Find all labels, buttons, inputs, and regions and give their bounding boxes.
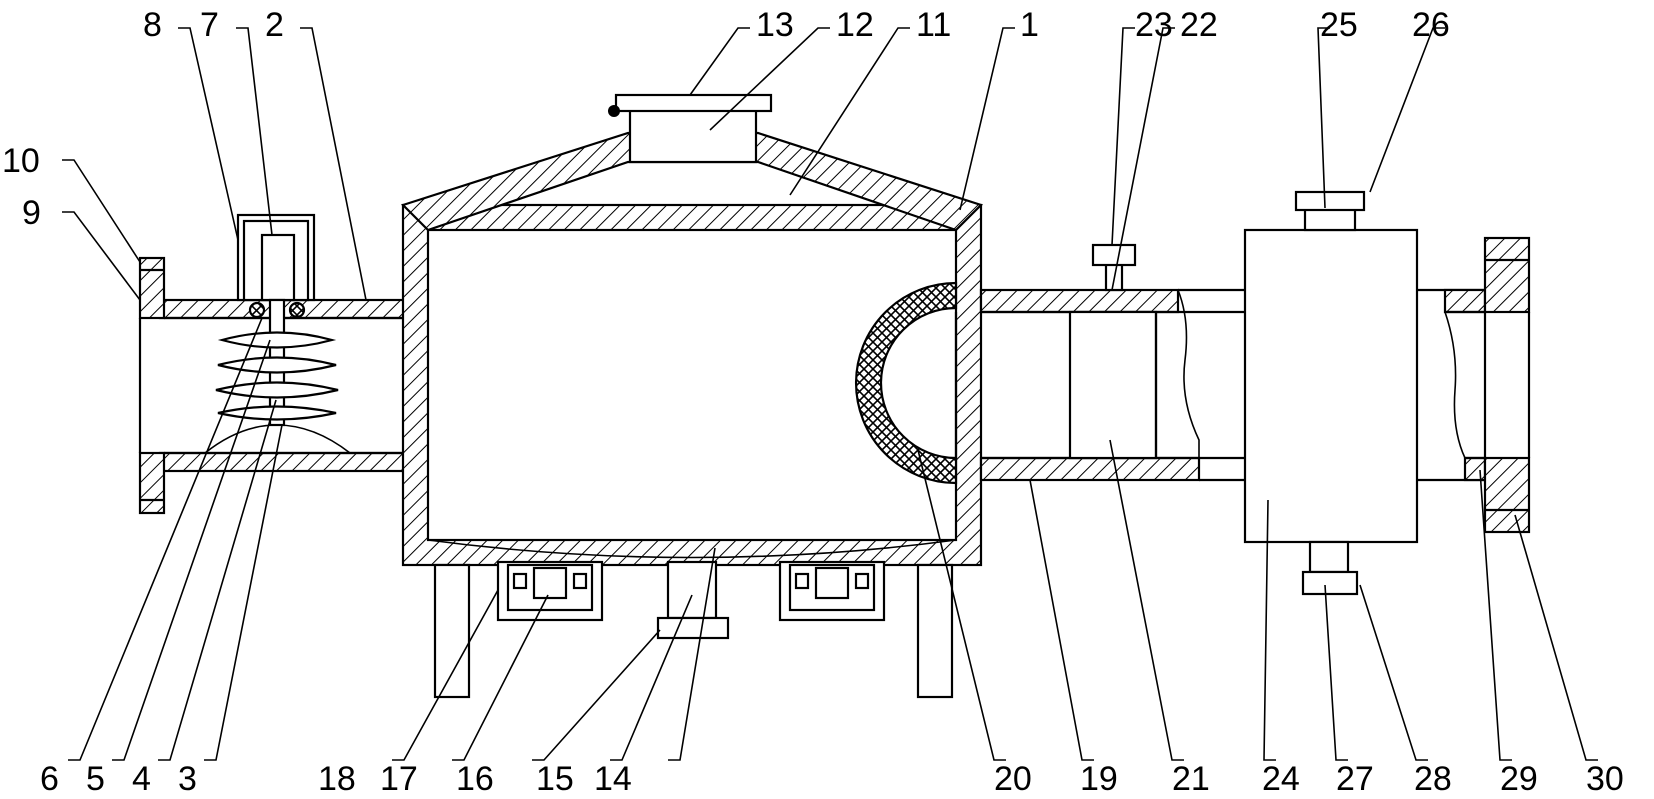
discharge-pipe	[1417, 236, 1531, 534]
outlet-valve	[656, 616, 730, 640]
vibrator-motor-left	[532, 566, 568, 600]
label-22: 22	[1180, 6, 1218, 44]
label-9: 9	[22, 194, 41, 232]
discharge-flange-lower	[1483, 456, 1531, 534]
label-27: 27	[1336, 760, 1374, 798]
top-port	[1303, 206, 1357, 232]
label-6: 6	[40, 760, 59, 798]
top-port-cap	[1294, 190, 1366, 212]
dryer-box	[1243, 228, 1419, 544]
vibrator-bearing-left-b	[572, 572, 588, 590]
dryer-unit	[1243, 190, 1419, 596]
inlet-pipe-lower-wall	[158, 451, 407, 473]
motor	[260, 233, 296, 302]
label-13: 13	[756, 6, 794, 44]
label-15: 15	[536, 760, 574, 798]
spiral-blade-3	[215, 381, 339, 399]
inlet-flange-upper	[138, 256, 166, 320]
vibrator-motor-right	[814, 566, 850, 600]
spiral-blade-1	[217, 331, 337, 349]
label-17: 17	[380, 760, 418, 798]
spiral-blade-4	[217, 405, 337, 421]
bearing-left	[248, 301, 266, 319]
label-18: 18	[318, 760, 356, 798]
label-16: 16	[456, 760, 494, 798]
filter-dome	[854, 281, 958, 485]
feed-cover	[614, 93, 773, 113]
label-1: 1	[1020, 6, 1039, 44]
spiral-stirrer-assembly	[204, 213, 351, 454]
hinge-point	[608, 105, 620, 117]
label-30: 30	[1586, 760, 1624, 798]
label-24: 24	[1262, 760, 1300, 798]
outlet-pipe	[854, 243, 1245, 485]
support-leg-left	[433, 563, 471, 699]
discharge-flange-upper	[1483, 236, 1531, 314]
part-labels: 8 7 2 10 9 13 12 11 1 23 22 25 26 6 5 4 …	[2, 6, 1624, 798]
label-5: 5	[86, 760, 105, 798]
vibrator-bearing-right-a	[794, 572, 810, 590]
discharge-pipe-upper-wall	[1443, 288, 1487, 314]
pipe-break-right	[1444, 311, 1466, 459]
label-28: 28	[1414, 760, 1452, 798]
label-25: 25	[1320, 6, 1358, 44]
filter-plug	[1068, 310, 1158, 460]
label-2: 2	[265, 6, 284, 44]
support-leg-right	[916, 563, 954, 699]
label-10: 10	[2, 142, 40, 180]
feed-neck	[628, 108, 758, 164]
tank-bottom-curve	[427, 539, 957, 559]
label-14: 14	[594, 760, 632, 798]
inlet-flange-lower	[138, 451, 166, 515]
vibrator-bearing-left-a	[512, 572, 528, 590]
leader-lines	[62, 27, 1598, 761]
valve-handle	[1091, 243, 1137, 267]
label-29: 29	[1500, 760, 1538, 798]
label-4: 4	[132, 760, 151, 798]
outlet-pipe-lower-wall	[979, 456, 1201, 482]
label-8: 8	[143, 6, 162, 44]
label-23: 23	[1135, 6, 1173, 44]
discharge-pipe-lower-wall	[1463, 456, 1487, 482]
main-tank	[400, 93, 984, 699]
label-19: 19	[1080, 760, 1118, 798]
bearing-right	[288, 301, 306, 319]
pipe-break-left	[1177, 289, 1200, 458]
label-26: 26	[1412, 6, 1450, 44]
label-20: 20	[994, 760, 1032, 798]
spiral-cone	[204, 424, 351, 454]
outlet-pipe-upper-wall	[979, 288, 1180, 314]
spiral-blade-2	[217, 356, 337, 374]
label-7: 7	[200, 6, 219, 44]
label-21: 21	[1172, 760, 1210, 798]
label-3: 3	[178, 760, 197, 798]
label-12: 12	[836, 6, 874, 44]
vibrator-bearing-right-b	[854, 572, 870, 590]
label-11: 11	[916, 6, 951, 44]
bottom-port	[1308, 540, 1350, 574]
bottom-port-cap	[1301, 570, 1359, 596]
